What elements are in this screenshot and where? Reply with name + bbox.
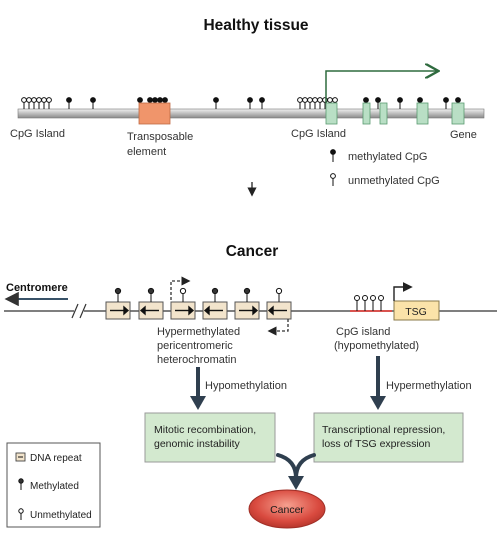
transcription-arrow — [325, 71, 437, 103]
peri-label-line1: Hypermethylated — [157, 326, 240, 338]
healthy-methylated-sites — [66, 97, 461, 109]
label-transposable-line2: element — [127, 146, 166, 158]
transposable-element-box — [138, 102, 171, 125]
label-cpg-island-left: CpG Island — [10, 128, 65, 140]
legend-unmethylated-cpg: unmethylated CpG — [348, 175, 440, 187]
repeat-transcription-arrow-up — [170, 276, 191, 300]
tsg-label: TSG — [405, 306, 427, 318]
cancer-outcome-ellipse — [248, 489, 326, 529]
box-left-line2: genomic instability — [154, 438, 241, 450]
healthy-title: Healthy tissue — [203, 17, 308, 34]
peri-label-line2: pericentromeric — [157, 340, 233, 352]
box-tsg-repression — [313, 412, 464, 463]
hypomethylation-label: Hypomethylation — [205, 380, 287, 392]
repeat-transcription-arrow-down — [267, 319, 289, 336]
cancer-cpg-unmethylated-marks — [354, 295, 384, 311]
cancer-outcome-label: Cancer — [270, 504, 304, 516]
repeat-unmethylated-marks — [179, 287, 283, 302]
legend-methylated-cpg: methylated CpG — [348, 151, 427, 163]
tsg-gene-box — [393, 300, 440, 321]
converging-arrow — [276, 453, 316, 480]
dna-repeat-boxes — [105, 301, 292, 320]
healthy-dna-bar — [17, 108, 485, 119]
converging-arrowhead — [288, 476, 304, 490]
box-genomic-instability — [144, 412, 276, 463]
box-right-line2: loss of TSG expression — [322, 438, 431, 450]
dna-repeat-legend-icon — [15, 452, 26, 462]
label-transposable-line1: Transposable — [127, 131, 193, 143]
unmethylated-cpg-legend-icon — [330, 173, 336, 186]
box-right-line1: Transcriptional repression, — [322, 424, 445, 436]
hypomethylation-arrow — [190, 367, 206, 410]
peri-label-line3: heterochromatin — [157, 354, 237, 366]
tsg-transcription-arrow — [393, 282, 413, 301]
legend-methylated: Methylated — [30, 481, 79, 492]
cancer-title: Cancer — [226, 243, 279, 260]
methylated-cpg-legend-icon — [330, 149, 336, 162]
healthy-cpg-island-left-sites — [21, 97, 52, 109]
legend-dna-repeat: DNA repeat — [30, 453, 82, 464]
label-cpg-island-right: CpG Island — [291, 128, 346, 140]
box-left-line1: Mitotic recombination, — [154, 424, 256, 436]
hypermethylation-label: Hypermethylation — [386, 380, 472, 392]
legend-unmethylated: Unmethylated — [30, 510, 92, 521]
methylated-legend-icon — [18, 478, 24, 490]
chromosome-break-icon — [71, 303, 87, 319]
repeat-methylated-marks — [114, 287, 251, 302]
cpg-island-cancer-line2: (hypomethylated) — [334, 340, 419, 352]
unmethylated-legend-icon — [18, 508, 24, 520]
centromere-label: Centromere — [6, 282, 68, 294]
cpg-island-cancer-line1: CpG island — [336, 326, 390, 338]
label-gene: Gene — [450, 129, 477, 141]
gene-exons — [325, 102, 465, 125]
hypermethylation-arrow — [370, 356, 386, 410]
